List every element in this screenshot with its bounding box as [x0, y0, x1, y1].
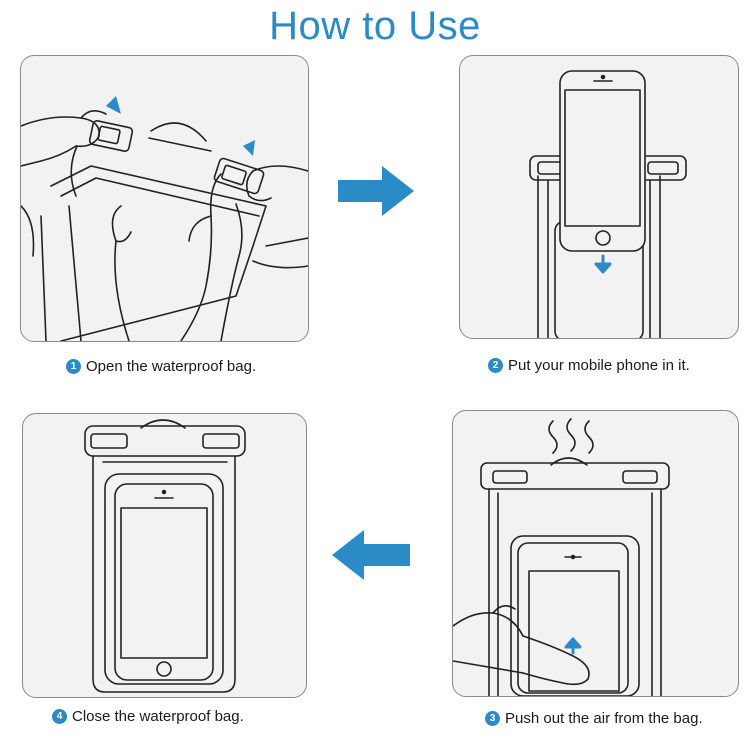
step-number-badge: 3 — [485, 711, 500, 726]
step-4-text: Close the waterproof bag. — [72, 708, 244, 725]
step-4-illustration — [22, 413, 307, 698]
step-4-caption: 4 Close the waterproof bag. — [52, 708, 244, 725]
step-2-caption: 2 Put your mobile phone in it. — [488, 357, 690, 374]
step-number-badge: 2 — [488, 358, 503, 373]
step-1-illustration — [20, 55, 309, 342]
step-3-illustration — [452, 410, 739, 697]
step-3-caption: 3 Push out the air from the bag. — [485, 710, 703, 727]
step-number-badge: 1 — [66, 359, 81, 374]
step-3-text: Push out the air from the bag. — [505, 710, 703, 727]
step-number-badge: 4 — [52, 709, 67, 724]
right-arrow-icon — [338, 166, 414, 216]
page-title: How to Use — [269, 4, 481, 48]
step-2-text: Put your mobile phone in it. — [508, 357, 690, 374]
step-1-caption: 1 Open the waterproof bag. — [66, 358, 256, 375]
step-1-text: Open the waterproof bag. — [86, 358, 257, 375]
left-arrow-icon — [332, 530, 410, 580]
step-2-illustration — [459, 55, 739, 339]
